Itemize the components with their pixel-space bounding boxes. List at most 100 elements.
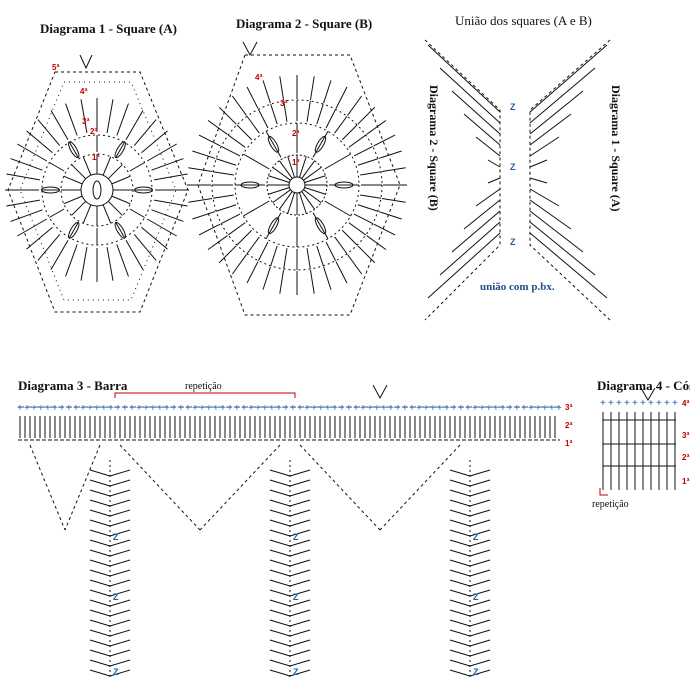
stitch-spoke — [37, 234, 61, 261]
barra-fan-stitch — [449, 509, 471, 517]
square-a-round-label-2: 2ª — [90, 127, 97, 136]
join-stitch-right — [529, 221, 596, 276]
join-stitch-right — [529, 159, 548, 168]
join-stitch-left — [463, 199, 501, 230]
barra-fan-stitch — [289, 499, 311, 507]
cross-stitch: + — [220, 403, 226, 414]
barra-repeat-bracket — [114, 392, 296, 398]
barra-z-mark: Z — [293, 532, 299, 542]
cross-stitch: + — [290, 403, 296, 414]
barra-fan-stitch — [269, 619, 291, 627]
stitch-spoke — [279, 76, 285, 101]
barra-fan-stitch — [469, 499, 491, 507]
cross-stitch: + — [87, 403, 93, 414]
join-stitch-right — [529, 113, 572, 146]
stitch-spoke — [151, 209, 184, 222]
barra-fan-stitch — [89, 559, 111, 567]
barra-fan-stitch — [469, 539, 491, 547]
stitch-spoke — [357, 204, 378, 212]
barra-fan-stitch — [469, 569, 491, 577]
join-stitch-right — [529, 232, 608, 299]
cross-stitch: + — [24, 403, 30, 414]
cross-stitch: + — [458, 403, 464, 414]
stitch-spoke — [283, 248, 288, 270]
stitch-spoke — [17, 143, 48, 162]
barra-point-edge — [29, 444, 101, 531]
square-b-diagram: 4ª 3ª 2ª 1ª — [187, 41, 407, 316]
stitch-spoke — [312, 212, 329, 239]
puff-stitch — [334, 181, 354, 189]
barra-fan-stitch — [89, 569, 111, 577]
cos-repeat-bracket — [599, 488, 608, 496]
barra-fan-stitch — [449, 529, 471, 537]
barra-round-label-3: 3ª — [565, 403, 572, 412]
square-a-round-label-5: 5ª — [52, 63, 59, 72]
cross-stitch: + — [108, 403, 114, 414]
cross-stitch: + — [227, 403, 233, 414]
barra-fan-stitch — [89, 609, 111, 617]
stitch-spoke — [257, 109, 269, 129]
cross-stitch: + — [332, 403, 338, 414]
cross-stitch: + — [416, 403, 422, 414]
barra-fan-stitch — [469, 589, 491, 597]
puff-stitch — [314, 217, 327, 235]
barra-fan-stitch — [469, 529, 491, 537]
barra-fan-stitch — [109, 649, 131, 657]
stitch-spoke — [360, 194, 382, 199]
cross-stitch: + — [311, 403, 317, 414]
stitch-spoke — [316, 104, 324, 125]
cross-stitch: + — [549, 403, 555, 414]
barra-fan-stitch — [449, 659, 471, 667]
stitch-spoke — [207, 235, 228, 251]
barra-fan-stitch — [289, 489, 311, 497]
barra-fan-stitch — [289, 519, 311, 527]
cross-stitch: + — [367, 403, 373, 414]
barra-fan-stitch — [109, 619, 131, 627]
puff-stitch — [314, 135, 327, 153]
stitch-spoke — [272, 189, 291, 204]
barra-fan-stitch — [89, 649, 111, 657]
cross-stitch: + — [178, 403, 184, 414]
join-union-note: união com p.bx. — [480, 281, 555, 293]
barra-fan-stitch — [289, 599, 311, 607]
barra-fan-stitch — [469, 469, 491, 477]
cross-stitch: + — [325, 403, 331, 414]
barra-fan-stitch — [89, 669, 111, 677]
stitch-spoke — [381, 197, 406, 203]
cross-stitch: + — [465, 403, 471, 414]
join-stitch-right — [529, 177, 548, 184]
cos-cross-stitch: + — [600, 398, 606, 409]
barra-fan-stitch — [109, 599, 131, 607]
barra-fan-stitch — [269, 579, 291, 587]
barra-fan-stitch — [269, 569, 291, 577]
barra-fan-stitch — [449, 559, 471, 567]
join-stitch-fans — [427, 44, 608, 299]
join-diagram: Z Z Z Diagrama 2 - Square (B) Diagrama 1… — [424, 39, 623, 321]
stitch-spoke — [231, 254, 247, 275]
stitch-spoke — [17, 218, 48, 237]
cross-stitch: + — [143, 403, 149, 414]
barra-z-mark: Z — [473, 532, 479, 542]
stitch-spoke — [6, 173, 40, 181]
barra-fan-stitch — [289, 509, 311, 517]
barra-fan-stitch — [289, 589, 311, 597]
stitch-spoke — [82, 204, 92, 224]
barra-fan-stitch — [449, 669, 471, 677]
stitch-spoke — [129, 208, 145, 218]
cross-stitch: + — [199, 403, 205, 414]
stitch-spoke — [278, 160, 293, 179]
stitch-spoke — [378, 211, 402, 220]
barra-fan-stitch — [269, 669, 291, 677]
stitch-spoke — [272, 166, 291, 181]
cross-stitch: + — [542, 403, 548, 414]
title-square-a: Diagrama 1 - Square (A) — [40, 21, 177, 36]
cross-stitch: + — [38, 403, 44, 414]
stitch-spoke — [6, 199, 40, 207]
barra-fan-stitch — [89, 659, 111, 667]
join-stitch-right — [529, 136, 560, 157]
stitch-spoke — [154, 173, 188, 181]
barra-z-mark: Z — [473, 592, 479, 602]
cross-stitch: + — [234, 403, 240, 414]
barra-fan-stitch — [269, 609, 291, 617]
barra-fan-stitch — [109, 549, 131, 557]
